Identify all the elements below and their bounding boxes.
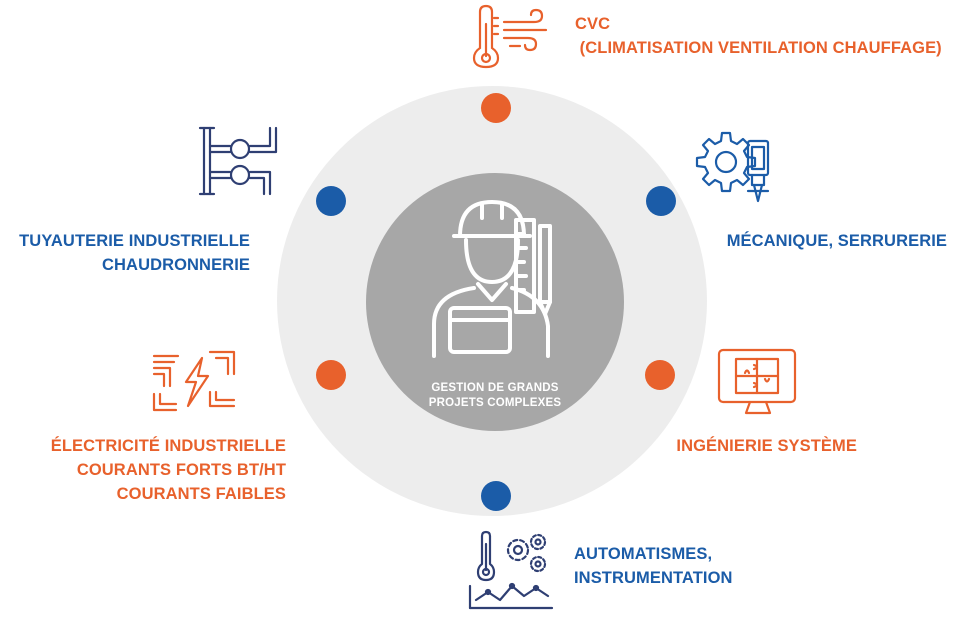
label-mecanique-line1: MÉCANIQUE, SERRURERIE	[726, 232, 947, 250]
label-electricite-line2: COURANTS FORTS BT/HT	[76, 461, 286, 479]
label-ingenierie: INGÉNIERIE SYSTÈME	[676, 434, 857, 458]
label-automatismes-line2: INSTRUMENTATION	[574, 569, 733, 587]
dot-ingenierie	[645, 360, 675, 390]
label-cvc-line2: (CLIMATISATION VENTILATION CHAUFFAGE)	[575, 39, 942, 57]
label-cvc-line1: CVC	[575, 15, 611, 33]
pipes-valves-icon	[198, 126, 278, 196]
label-automatismes-line1: AUTOMATISMES,	[574, 545, 713, 563]
label-cvc: CVC (CLIMATISATION VENTILATION CHAUFFAGE…	[575, 12, 942, 60]
center-label-line2: PROJETS COMPLEXES	[428, 397, 562, 409]
center-label-line1: GESTION DE GRANDS	[431, 382, 559, 394]
label-tuyauterie: TUYAUTERIE INDUSTRIELLE CHAUDRONNERIE	[19, 229, 250, 277]
label-tuyauterie-line1: TUYAUTERIE INDUSTRIELLE	[19, 232, 250, 250]
thermometer-airflow-icon	[472, 4, 548, 69]
center-label: GESTION DE GRANDS PROJETS COMPLEXES	[366, 381, 624, 411]
label-automatismes: AUTOMATISMES, INSTRUMENTATION	[574, 542, 733, 590]
dot-tuyauterie	[316, 186, 346, 216]
label-mecanique: MÉCANIQUE, SERRURERIE	[727, 229, 947, 253]
gear-machine-icon	[695, 131, 770, 203]
lightning-circuit-icon	[152, 350, 236, 412]
label-tuyauterie-line2: CHAUDRONNERIE	[102, 256, 250, 274]
label-ingenierie-line1: INGÉNIERIE SYSTÈME	[676, 437, 857, 455]
dot-electricite	[316, 360, 346, 390]
dot-cvc	[481, 93, 511, 123]
dot-mecanique	[646, 186, 676, 216]
thermometer-gears-graph-icon	[468, 530, 554, 610]
label-electricite-line1: ÉLECTRICITÉ INDUSTRIELLE	[50, 437, 286, 455]
label-electricite-line3: COURANTS FAIBLES	[116, 485, 286, 503]
monitor-puzzle-icon	[717, 348, 797, 415]
label-electricite: ÉLECTRICITÉ INDUSTRIELLE COURANTS FORTS …	[51, 434, 286, 506]
dot-automatismes	[481, 481, 511, 511]
engineer-with-ruler-icon	[432, 200, 552, 358]
center-circle	[366, 173, 624, 431]
